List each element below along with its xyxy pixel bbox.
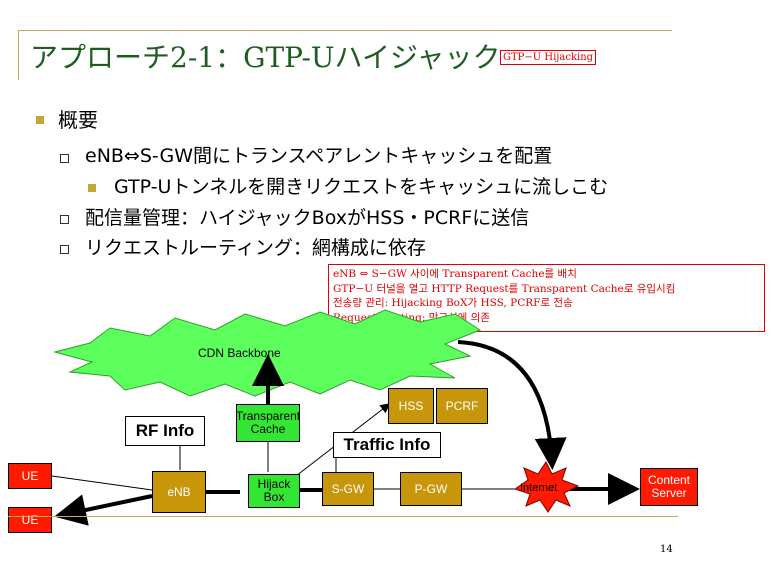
title-rule [18,30,672,31]
bullet-square [88,184,96,192]
slide-title: アプローチ2-1：GTP-Uハイジャック [30,41,501,74]
arrow-cdn-internet [457,340,567,470]
bullet-item-3: リクエストルーティング：網構成に依存 [85,237,426,259]
node-label: Content [647,473,691,487]
internet-label: Internet [520,482,558,494]
rf-info-label: RF Info [125,416,205,446]
bullet-hollow [60,154,69,163]
note-line-2: GTP−U 터널을 열고 HTTP Request를 Transparent C… [333,282,676,295]
note-line-1: eNB ⇔ S−GW 사이에 Transparent Cache를 배치 [333,268,577,280]
note-line-3: 전송량 관리: Hijacking BoX가 HSS, PCRF로 전송 [333,297,573,309]
bullet-overview: 概要 [58,108,98,132]
bullet-hollow [60,215,69,224]
enb-node: eNB [152,471,206,513]
bullet-item-2: 配信量管理：ハイジャックBoxがHSS・PCRFに送信 [85,207,530,229]
bullet-item-1-sub: GTP-Uトンネルを開きリクエストをキャッシュに流しこむ [114,176,609,198]
cdn-backbone-label: CDN Backbone [198,346,281,360]
cdn-backbone-shape [53,309,482,397]
sgw-node: S-GW [322,472,374,506]
link-ue-enb [51,475,153,491]
page-number: 14 [660,544,673,555]
title-rule-left [18,30,19,80]
ue-node-top: UE [8,463,52,489]
traffic-info-label: Traffic Info [333,432,441,458]
node-label: Hijack [257,477,291,491]
bullet-hollow [60,245,69,254]
internet-shape [513,461,580,513]
node-label: Server [651,486,687,500]
hss-node: HSS [388,388,434,424]
pcrf-node: PCRF [436,388,488,424]
node-label: Box [263,490,285,504]
pgw-node: P-GW [400,472,462,506]
node-label: Transparent [235,409,301,423]
footer-rule [8,516,678,517]
bullet-item-1: eNB⇔S-GW間にトランスペアレントキャッシュを配置 [85,145,553,167]
ue-node-bottom: UE [8,507,52,533]
title-annotation: GTP−U Hijacking [500,50,597,65]
bullet-square [36,116,44,124]
arrow-enb-ue [54,494,153,526]
node-label: Cache [250,422,286,436]
